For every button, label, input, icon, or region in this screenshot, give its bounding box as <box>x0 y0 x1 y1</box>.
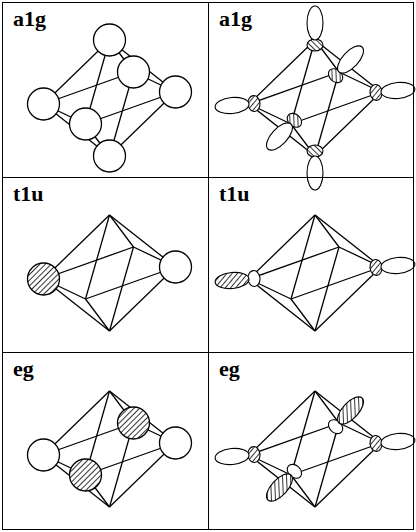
octahedron <box>28 391 192 507</box>
s-orbital <box>160 76 192 108</box>
octahedron-edge <box>249 247 339 279</box>
octahedron-edge <box>249 40 315 104</box>
orbital-major-lobe <box>214 96 249 115</box>
orbital-major-lobe <box>333 42 368 78</box>
orbital-major-lobe <box>214 271 249 290</box>
octahedron-edge <box>315 391 381 443</box>
octahedron-edge <box>315 391 339 423</box>
orbital-major-lobe <box>380 81 415 100</box>
orbital-major-lobe <box>262 119 297 155</box>
orbital-major-lobe <box>307 6 323 40</box>
octahedron-edge <box>291 92 381 124</box>
octahedron <box>214 215 415 331</box>
octahedron-edge <box>291 299 315 331</box>
s-orbital <box>28 88 60 120</box>
octahedron-edge <box>291 475 315 507</box>
orbital-minor-lobe <box>307 39 323 51</box>
s-orbital <box>118 56 150 88</box>
symmetry-label: t1u <box>217 182 252 206</box>
orbital-panel: eg <box>208 352 414 530</box>
octahedron-edge <box>249 423 339 455</box>
s-orbital <box>28 439 60 471</box>
orbital-major-lobe <box>307 156 323 190</box>
octahedron <box>214 6 415 190</box>
orbital-major-lobe <box>380 256 415 275</box>
octahedron <box>28 215 192 331</box>
orbital-panel: eg <box>2 352 209 530</box>
orbital-minor-lobe <box>307 145 323 157</box>
s-orbital <box>160 251 192 283</box>
symmetry-label: a1g <box>11 7 48 31</box>
octahedron-edge <box>249 72 339 104</box>
octahedron-edge <box>315 443 381 507</box>
symmetry-label: eg <box>217 357 242 381</box>
symmetry-label: a1g <box>217 7 254 31</box>
octahedron <box>214 391 415 507</box>
octahedron-edge <box>86 299 110 331</box>
s-orbital <box>28 263 60 295</box>
orbital-panel: a1g <box>2 2 209 178</box>
symmetry-label: eg <box>11 357 36 381</box>
s-orbital <box>160 427 192 459</box>
octahedron-edge <box>315 40 381 92</box>
octahedron-edge <box>315 92 381 156</box>
s-orbital <box>70 459 102 491</box>
orbital-panel: a1g <box>208 2 414 178</box>
octahedron-edge <box>291 267 381 299</box>
octahedron-edge <box>249 455 315 507</box>
octahedron-edge <box>315 215 381 267</box>
orbital-major-lobe <box>333 393 368 429</box>
s-orbital <box>118 407 150 439</box>
orbital-major-lobe <box>214 447 249 466</box>
octahedron-edge <box>249 391 315 455</box>
octahedron-edge <box>315 267 381 331</box>
octahedron-edge <box>249 279 315 331</box>
orbital-panel: t1u <box>2 177 209 353</box>
orbital-major-lobe <box>262 470 297 506</box>
octahedron-edge <box>291 443 381 475</box>
octahedron <box>28 24 192 172</box>
orbital-panel: t1u <box>208 177 414 353</box>
octahedron-edge <box>315 215 339 247</box>
symmetry-label: t1u <box>11 182 46 206</box>
octahedron-edge <box>110 215 134 247</box>
octahedron-edge <box>249 215 315 279</box>
orbital-major-lobe <box>380 432 415 451</box>
s-orbital <box>70 108 102 140</box>
octahedron-edge <box>249 104 315 156</box>
s-orbital <box>94 140 126 172</box>
s-orbital <box>94 24 126 56</box>
